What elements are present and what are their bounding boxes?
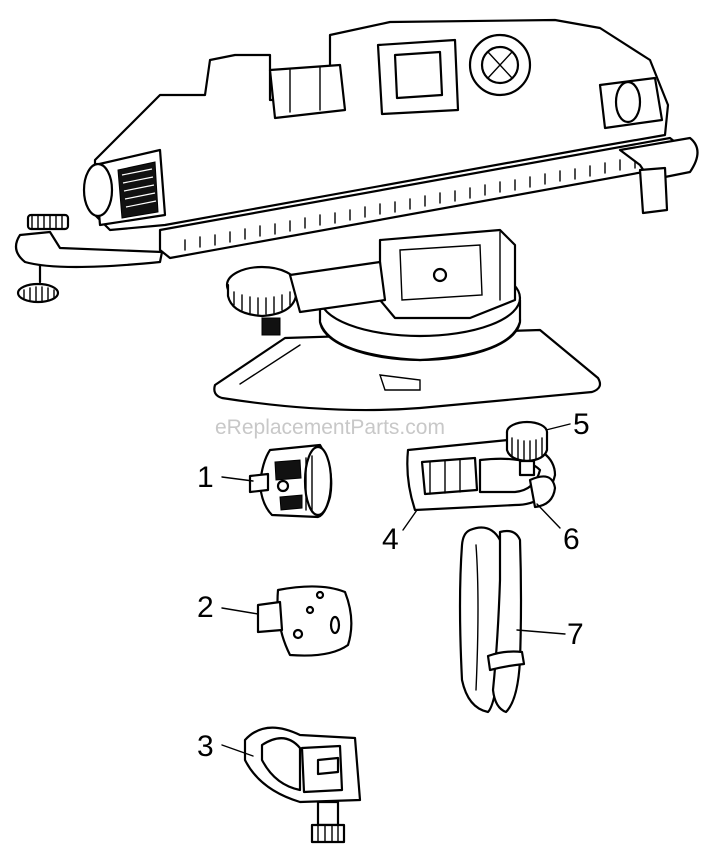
part-6-clamp-arm <box>528 475 557 509</box>
leader-line-7 <box>516 629 566 635</box>
part-3-bracket <box>243 726 362 844</box>
hub-knob-knurl <box>233 291 291 315</box>
callout-7: 7 <box>567 618 584 651</box>
part-2-cylinder-cap <box>256 585 353 657</box>
leader-line-6 <box>536 503 561 529</box>
watermark: eReplacementParts.com <box>215 416 445 439</box>
leader-line-3 <box>221 744 254 757</box>
callout-1: 1 <box>197 461 214 494</box>
leader-line-2 <box>221 607 259 615</box>
callout-6: 6 <box>563 523 580 556</box>
scale-ticks <box>184 154 651 251</box>
base-plate <box>213 328 602 412</box>
clamp-housing <box>378 228 517 320</box>
callout-2: 2 <box>197 591 214 624</box>
callout-3: 3 <box>197 730 214 763</box>
part-5-thumb-screw <box>505 420 549 477</box>
leader-line-4 <box>402 509 418 531</box>
left-clamp-foot <box>14 230 164 269</box>
leader-line-5 <box>545 423 571 431</box>
leader-line-1 <box>221 476 254 482</box>
part-1-laser-module <box>248 443 333 519</box>
callout-labels: 1 2 3 4 5 6 7 <box>197 408 590 763</box>
leader-lines <box>221 423 571 757</box>
callout-5: 5 <box>573 408 590 441</box>
part-7-strap <box>458 526 526 714</box>
callout-4: 4 <box>382 523 399 556</box>
laser-level-assembly <box>14 18 699 412</box>
top-vial <box>268 63 347 120</box>
